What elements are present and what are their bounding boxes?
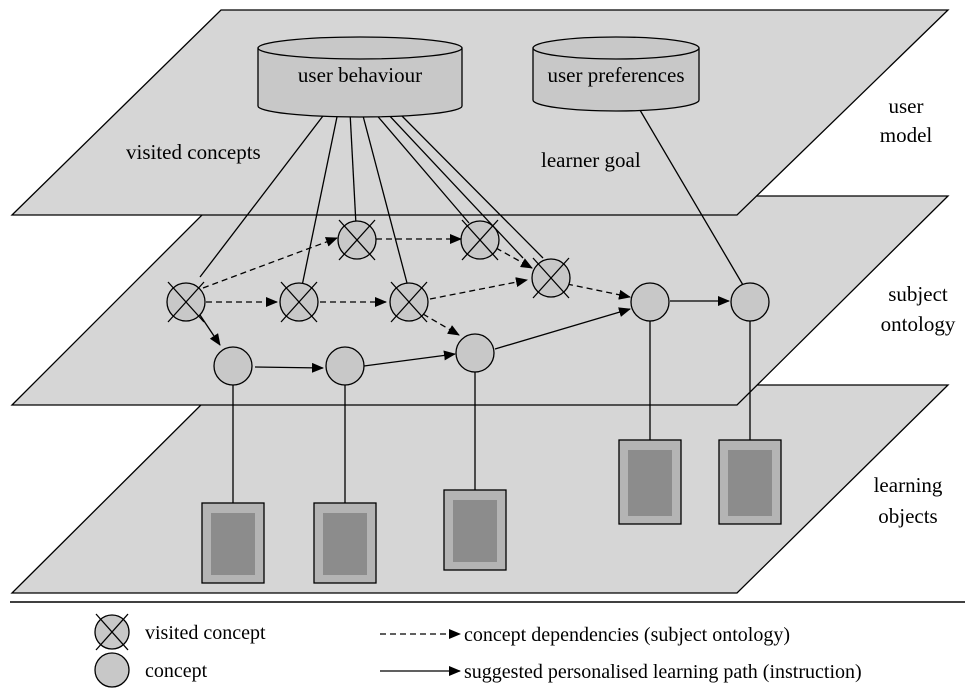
learning-object-documents	[201, 439, 782, 584]
concept-node	[455, 333, 495, 373]
learner-goal-annotation: learner goal	[541, 148, 641, 172]
learning-path	[199, 296, 730, 373]
legend-concept-icon	[94, 652, 130, 688]
subject-ontology-label-line2: ontology	[881, 312, 956, 336]
visited-concept-node	[166, 281, 206, 323]
visited-concepts-annotation: visited concepts	[126, 140, 261, 164]
visited-concept-node	[460, 219, 500, 261]
learning-object-document	[201, 502, 265, 584]
legend-visited-concept-icon	[94, 613, 130, 651]
learning-object-document	[618, 439, 682, 525]
concept-nodes	[213, 282, 770, 386]
legend-dependencies-label: concept dependencies (subject ontology)	[464, 624, 790, 646]
legend: visited concept concept concept dependen…	[94, 613, 862, 688]
visited-concept-node	[531, 257, 571, 299]
user-model-links	[199, 104, 744, 287]
user-preferences-database: user preferences	[532, 36, 700, 112]
legend-concept-label: concept	[145, 660, 208, 682]
user-model-label-line2: model	[880, 123, 933, 147]
legend-path-label: suggested personalised learning path (in…	[464, 661, 862, 683]
user-model-plane	[10, 9, 950, 216]
concept-node	[630, 282, 670, 322]
user-model-label-line1: user	[889, 94, 924, 118]
user-behaviour-label: user behaviour	[298, 63, 422, 87]
user-preferences-label: user preferences	[548, 63, 685, 87]
concept-node	[213, 346, 253, 386]
subject-ontology-label-line1: subject	[888, 282, 948, 306]
visited-concept-node	[279, 281, 319, 323]
learning-objects-label-line1: learning	[874, 473, 943, 497]
visited-concept-node	[337, 219, 377, 261]
concept-node	[325, 346, 365, 386]
visited-concept-nodes	[166, 219, 571, 323]
concept-node	[730, 282, 770, 322]
learning-object-document	[718, 439, 782, 525]
learning-object-document	[443, 489, 507, 571]
visited-concept-node	[389, 281, 429, 323]
learning-objects-label-line2: objects	[878, 504, 937, 528]
user-behaviour-database: user behaviour	[257, 36, 463, 118]
legend-visited-concept-label: visited concept	[145, 622, 266, 644]
learning-object-document	[313, 502, 377, 584]
concept-dependencies	[202, 234, 631, 336]
concept-object-links	[232, 321, 751, 503]
